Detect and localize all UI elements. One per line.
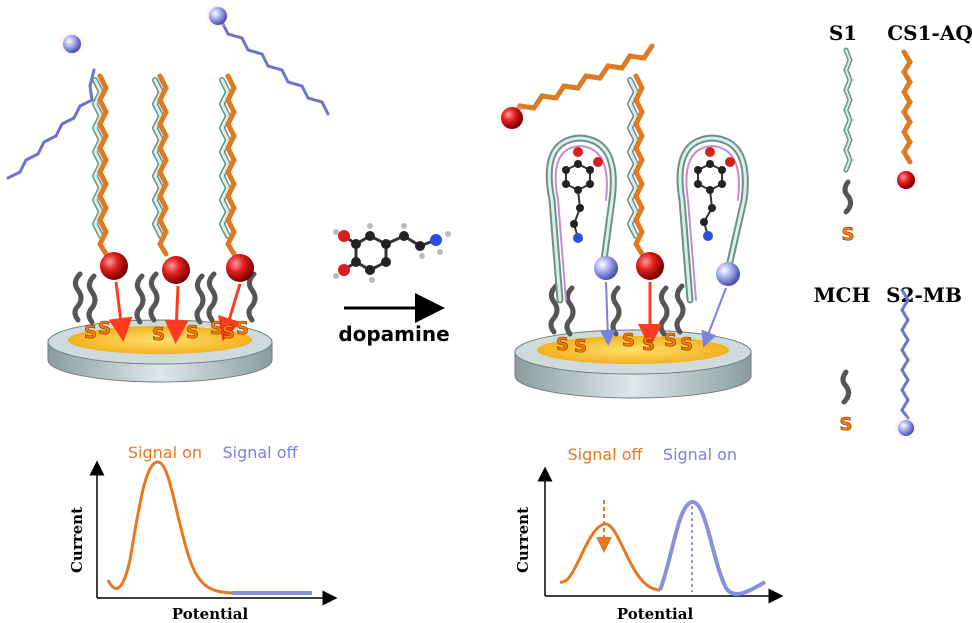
sulfur-label: S [556, 334, 569, 355]
sulfur-label: S [574, 336, 587, 357]
sulfur-label: S [186, 322, 199, 343]
left-aq-ball-3 [226, 254, 254, 282]
legend-mch-label: MCH [814, 283, 871, 307]
legend-mch-sulfur: S [840, 414, 853, 435]
right-orange-peak [559, 522, 661, 592]
left-signal-off-label: Signal off [222, 443, 298, 462]
right-electrode [514, 329, 752, 399]
sulfur-label: S [642, 334, 655, 355]
right-plot-ylabel: Current [514, 507, 532, 573]
left-aq-ball-1 [100, 252, 128, 280]
legend-s1-linker [842, 179, 854, 215]
right-signal-off-label: Signal off [567, 445, 643, 464]
right-mch-layer [548, 283, 686, 337]
sulfur-label: S [152, 324, 165, 345]
right-released-cs1aq [496, 43, 655, 134]
left-free-mb-ball-1 [63, 35, 81, 53]
legend-mch-strand [840, 369, 852, 405]
right-signal-on-label: Signal on [663, 445, 737, 464]
left-cs1aq-strands [97, 73, 237, 257]
right-labels-on-surface [594, 252, 740, 286]
sulfur-label: S [98, 318, 111, 339]
right-bound-dopamine [562, 147, 735, 243]
legend-s1-label: S1 [829, 21, 857, 45]
legend: S1 CS1-AQ S MCH S2-MB S [814, 21, 972, 442]
sulfur-label: S [84, 322, 97, 343]
legend-s2mb-strand [900, 288, 910, 420]
right-hairpin-aptamers [545, 134, 749, 304]
legend-cs1aq-label: CS1-AQ [887, 21, 972, 45]
left-orange-peak [106, 460, 233, 595]
left-plot-ylabel: Current [68, 507, 86, 573]
sulfur-label: S [210, 318, 223, 339]
right-gold-surface [537, 336, 729, 364]
left-voltammogram: Signal on Signal off Current Potential [68, 443, 338, 623]
right-mb-ball-2 [716, 262, 740, 286]
left-free-s2mb-strands [6, 2, 330, 180]
right-plot-xlabel: Potential [617, 605, 694, 623]
left-free-mb-ball-2 [209, 7, 227, 25]
left-signal-on-label: Signal on [128, 443, 202, 462]
sulfur-label: S [236, 318, 249, 339]
left-sulfur-letters: S S S S S S S [84, 318, 250, 346]
right-mb-ball-1 [594, 256, 618, 280]
right-aq-ball [636, 252, 664, 280]
legend-s1-sulfur: S [842, 224, 855, 245]
sulfur-label: S [680, 334, 693, 355]
left-aq-labels [100, 252, 254, 284]
left-mch-layer [72, 271, 258, 325]
released-aq-ball [501, 107, 523, 129]
right-center-duplex [626, 73, 645, 257]
left-s1-strands [91, 77, 232, 239]
legend-mb-ball [898, 420, 914, 436]
left-electron-transfer-arrows [108, 281, 242, 344]
right-sulfur-letters: S S S S S S [556, 330, 694, 358]
legend-cs1aq-strand [901, 49, 913, 165]
sulfur-label: S [622, 330, 635, 351]
sulfur-label: S [664, 330, 677, 351]
dopamine-label: dopamine [338, 322, 449, 346]
right-voltammogram: Signal off Signal on Current Potential [514, 445, 784, 623]
legend-s2mb-label: S2-MB [886, 283, 962, 307]
sulfur-label: S [222, 322, 235, 343]
right-electron-transfer-arrows [599, 281, 727, 348]
dopamine-molecule [333, 223, 451, 283]
legend-aq-ball [897, 171, 915, 189]
right-purple-peak [658, 500, 767, 596]
left-plot-xlabel: Potential [172, 605, 249, 623]
left-aq-ball-2 [162, 256, 190, 284]
